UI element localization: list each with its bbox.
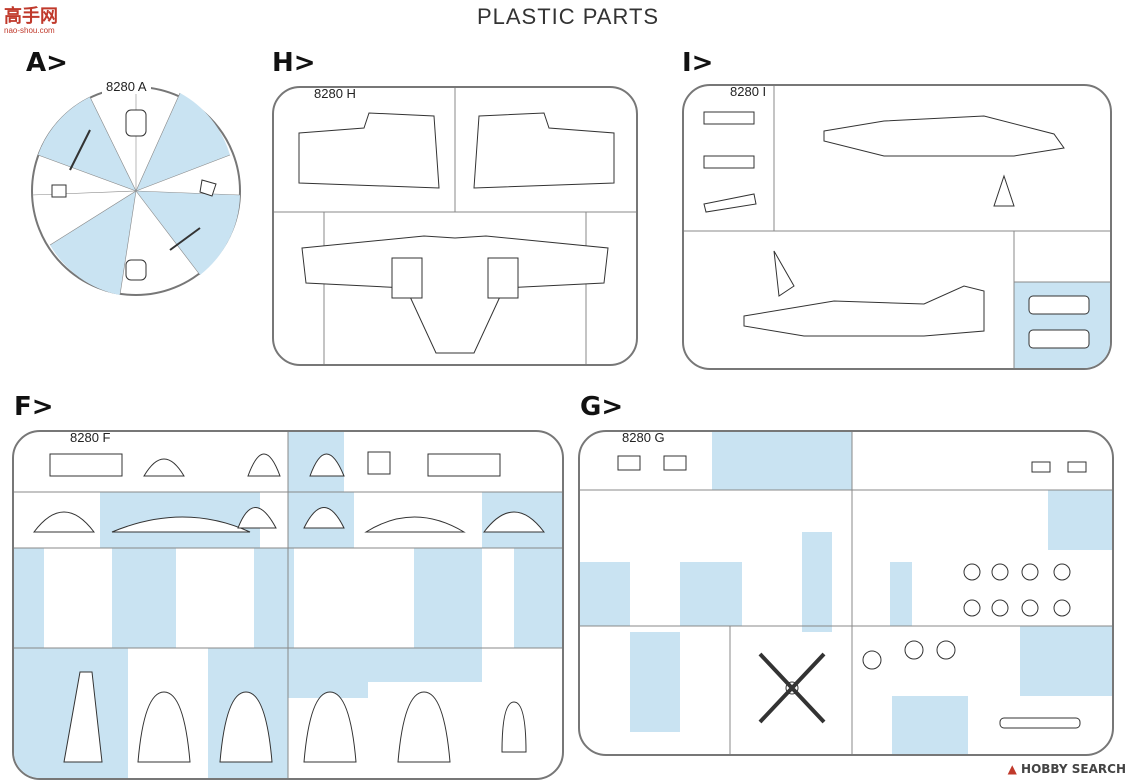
section-h-label: H>: [272, 48, 316, 78]
sprue-g-drawing: [580, 432, 1112, 754]
watermark-hobby-search: ▲ HOBBY SEARCH: [1008, 762, 1126, 776]
sprue-h-drawing: [274, 88, 636, 364]
watermark-logo-text: 高手网: [4, 6, 58, 26]
watermark-logo: 高手网 nao-shou.com: [4, 6, 74, 38]
hobby-search-logo-icon: ▲: [1007, 762, 1017, 776]
sprue-a-code: 8280 A: [102, 79, 151, 94]
watermark-logo-sub: nao-shou.com: [4, 26, 55, 35]
hobby-search-text: HOBBY SEARCH: [1021, 762, 1126, 776]
sprue-g: 8280 G: [578, 430, 1114, 756]
sprue-a: 8280 A: [30, 79, 242, 297]
page-title: PLASTIC PARTS: [476, 4, 660, 29]
sprue-h: 8280 H: [272, 86, 638, 366]
section-a-label: A>: [26, 48, 68, 78]
sprue-f: 8280 F: [12, 430, 564, 780]
section-i-label: I>: [682, 48, 714, 78]
section-f-label: F>: [14, 392, 54, 422]
sprue-i-drawing: [684, 86, 1110, 368]
section-g-label: G>: [580, 392, 624, 422]
sprue-i-code: 8280 I: [726, 86, 771, 99]
sprue-i: 8280 I: [682, 84, 1112, 370]
sprue-a-drawing: [31, 86, 241, 296]
sprue-f-code: 8280 F: [66, 432, 115, 445]
sprue-f-drawing: [14, 432, 562, 778]
sprue-h-code: 8280 H: [310, 88, 360, 101]
sprue-g-code: 8280 G: [618, 432, 669, 445]
